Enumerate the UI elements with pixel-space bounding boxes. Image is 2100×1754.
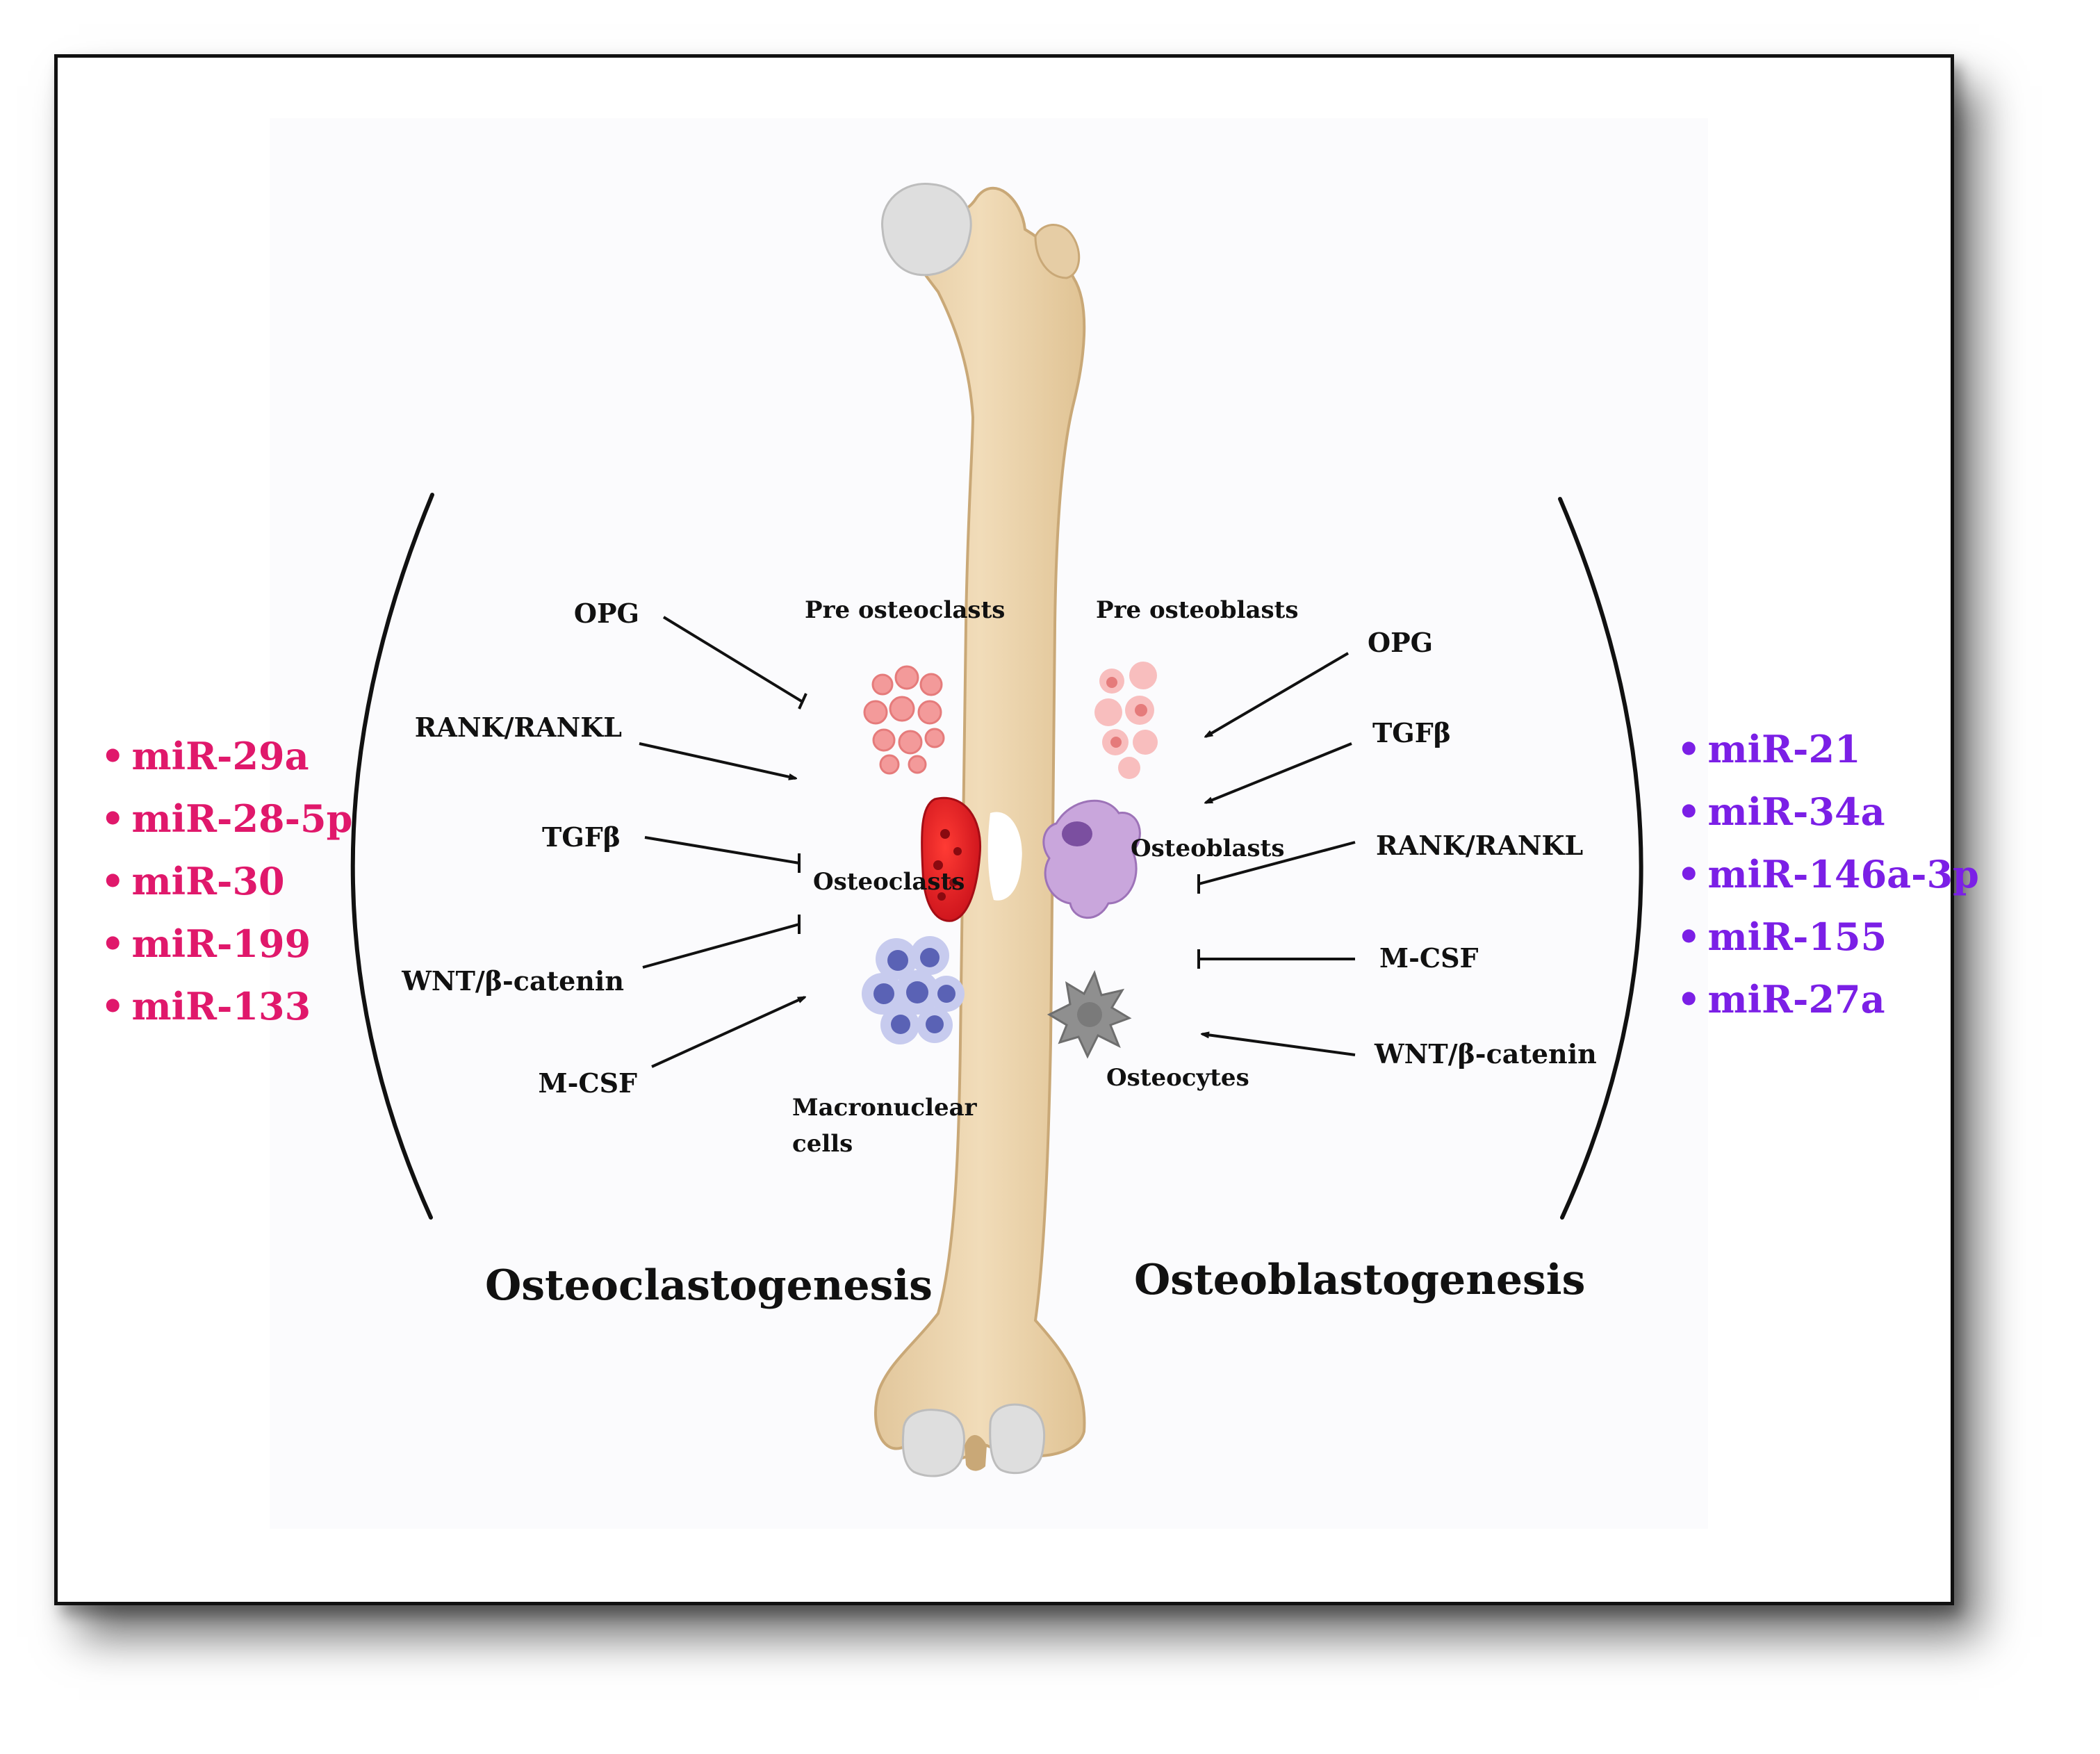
distal-condyle-right xyxy=(989,1403,1046,1475)
femur-shaft xyxy=(873,186,1086,1463)
right-regulator-wnt: WNT/β-catenin xyxy=(1374,1038,1597,1069)
mirna-item: miR-30 xyxy=(101,850,352,912)
wnt-activates-osteocytes xyxy=(1202,1034,1356,1056)
distal-condyle-left xyxy=(901,1409,965,1477)
label-pre-osteoclasts: Pre osteoclasts xyxy=(805,596,1005,624)
pre-osteoclasts-cluster xyxy=(863,665,945,775)
mirna-item: miR-199 xyxy=(101,912,352,975)
label-pre-osteoblasts: Pre osteoblasts xyxy=(1096,596,1299,624)
heading-osteoclastogenesis: Osteoclastogenesis xyxy=(485,1261,933,1310)
left-regulator-opg: OPG xyxy=(574,598,639,629)
mirna-item: miR-21 xyxy=(1677,718,1979,780)
mirna-item: miR-34a xyxy=(1677,780,1979,843)
opg-activates-pre-osteoblasts xyxy=(1206,652,1350,737)
right-connectors xyxy=(1197,652,1356,1056)
osteoblast-cell xyxy=(1042,799,1141,919)
mirna-item: miR-28-5p xyxy=(101,787,353,850)
right-bracket xyxy=(1558,497,1643,1220)
osteoclast-mirna-list: miR-29a miR-28-5p miR-30 miR-199 miR-133 xyxy=(101,725,353,1038)
resorption-pit xyxy=(987,812,1022,901)
tgfb-inhibits-osteoclasts xyxy=(644,836,800,864)
label-macronuclear-line2: cells xyxy=(792,1130,853,1158)
right-regulator-rankl: RANK/RANKL xyxy=(1376,830,1583,861)
left-regulator-mcsf: M-CSF xyxy=(539,1067,638,1099)
rankl-activates-osteoclasts xyxy=(639,742,796,778)
label-macronuclear-line1: Macronuclear xyxy=(792,1094,978,1122)
right-regulator-opg: OPG xyxy=(1368,627,1433,658)
pre-osteoblasts-cluster xyxy=(1094,662,1158,779)
tgfb-activates-pre-osteoblasts xyxy=(1206,742,1352,804)
left-bracket xyxy=(350,493,434,1220)
intercondylar-notch xyxy=(965,1435,987,1471)
osteoclast-cell xyxy=(921,796,1022,922)
right-regulator-tgfb: TGFβ xyxy=(1372,717,1451,748)
left-regulator-tgfb: TGFβ xyxy=(542,821,621,853)
right-regulator-mcsf: M-CSF xyxy=(1379,942,1479,974)
mirna-item: miR-133 xyxy=(101,975,352,1038)
left-regulator-wnt: WNT/β-catenin xyxy=(401,965,624,997)
mirna-item: miR-27a xyxy=(1677,968,1979,1031)
opg-inhibit-bar xyxy=(798,693,807,710)
heading-osteoblastogenesis: Osteoblastogenesis xyxy=(1134,1256,1585,1304)
osteocyte-cell xyxy=(1047,970,1132,1059)
mcsf-activates-macronuclear xyxy=(651,996,805,1068)
macronuclear-cells-cluster xyxy=(862,936,965,1044)
label-osteoblasts: Osteoblasts xyxy=(1131,835,1284,862)
femur-bone xyxy=(873,182,1086,1477)
wnt-inhibits-osteoclasts xyxy=(642,923,800,969)
opg-inhibits-pre-osteoclasts xyxy=(662,616,804,703)
mirna-item: miR-155 xyxy=(1677,905,1979,968)
left-regulator-rankl: RANK/RANKL xyxy=(415,712,622,743)
left-connectors xyxy=(639,616,807,1068)
label-osteocytes: Osteocytes xyxy=(1106,1064,1249,1092)
rankl-inhibits-osteoblasts xyxy=(1198,841,1356,885)
mirna-item: miR-29a xyxy=(101,725,352,787)
label-osteoclasts: Osteoclasts xyxy=(813,868,965,896)
femoral-head xyxy=(881,182,972,277)
greater-trochanter xyxy=(1034,224,1081,279)
mirna-item: miR-146a-3p xyxy=(1677,843,1979,905)
osteoblast-mirna-list: miR-21 miR-34a miR-146a-3p miR-155 miR-2… xyxy=(1677,718,1979,1031)
